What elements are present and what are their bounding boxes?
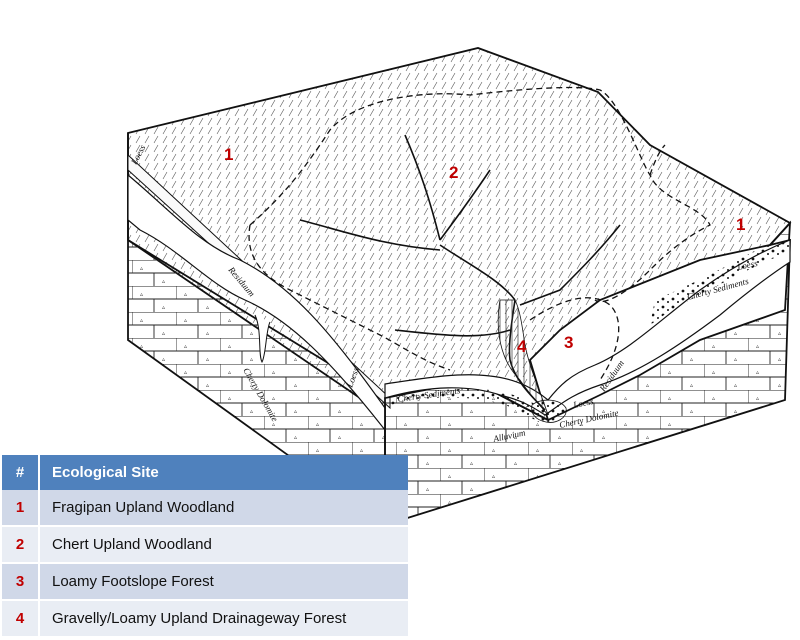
front-chert-band (390, 388, 545, 425)
legend-row-site-name: Chert Upland Woodland (39, 526, 408, 564)
legend-row-site-name: Gravelly/Loamy Upland Drainageway Forest (39, 600, 408, 638)
boundary-site3 (529, 297, 620, 381)
legend-header-number: # (2, 455, 40, 490)
boundary-site2-left (248, 224, 451, 371)
boundary-site2 (249, 86, 711, 303)
ecological-site-legend: # Ecological Site 1 Fragipan Upland Wood… (2, 455, 408, 638)
left-drip (254, 314, 271, 364)
legend-header-site: Ecological Site (39, 455, 408, 490)
site-marker-4: 4 (517, 337, 527, 356)
label-loess-right: Loess (735, 258, 759, 272)
legend-row-number: 3 (2, 563, 40, 601)
legend-header-row: # Ecological Site (2, 455, 408, 490)
legend-row-number: 1 (2, 490, 40, 527)
drainage-network (299, 134, 621, 411)
legend-row-site-name: Fragipan Upland Woodland (39, 490, 408, 527)
site-marker-3: 3 (564, 333, 573, 352)
alluvium-gravel (531, 399, 567, 423)
legend-row: 1 Fragipan Upland Woodland (2, 490, 408, 527)
legend-row: 4 Gravelly/Loamy Upland Drainageway Fore… (2, 600, 408, 638)
legend-row: 3 Loamy Footslope Forest (2, 563, 408, 601)
legend-row-number: 2 (2, 526, 40, 564)
legend-row: 2 Chert Upland Woodland (2, 526, 408, 564)
boundary-site1-right (649, 144, 666, 176)
site-marker-2: 2 (449, 163, 458, 182)
site-marker-1-right: 1 (736, 215, 745, 234)
right-chert-band (650, 240, 790, 325)
label-loess-lower: Loess (571, 396, 595, 410)
legend-row-number: 4 (2, 600, 40, 638)
site-marker-1-left: 1 (224, 145, 233, 164)
legend-row-site-name: Loamy Footslope Forest (39, 563, 408, 601)
